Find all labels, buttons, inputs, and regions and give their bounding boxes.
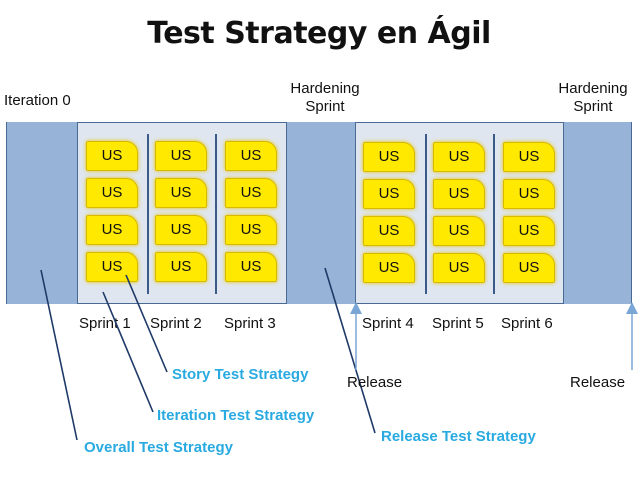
sprint-3-label: Sprint 3 — [224, 315, 276, 332]
sprint-5-label: Sprint 5 — [432, 315, 484, 332]
release-label-2: Release — [570, 374, 626, 391]
user-story-card: US — [225, 215, 277, 245]
release-strategy-connector — [324, 267, 376, 434]
hardening-sprint-2-header: Hardening Sprint — [548, 80, 638, 116]
hardening-sprint-1-line1: Hardening — [290, 80, 360, 97]
user-story-card: US — [155, 252, 207, 282]
sprint-2-label: Sprint 2 — [150, 315, 202, 332]
hardening-sprint-2-line2: Sprint — [573, 98, 613, 115]
hardening-sprint-1-block — [286, 122, 356, 304]
hardening-sprint-1-header: Hardening Sprint — [280, 80, 370, 116]
user-story-card: US — [503, 216, 555, 246]
user-story-card: US — [225, 141, 277, 171]
user-story-card: US — [433, 253, 485, 283]
iteration-strategy-connector — [102, 291, 154, 413]
release-test-strategy-label: Release Test Strategy — [381, 428, 536, 445]
user-story-card: US — [503, 253, 555, 283]
iteration-0-header: Iteration 0 — [4, 92, 71, 109]
sprint-4-label: Sprint 4 — [362, 315, 414, 332]
user-story-card: US — [225, 178, 277, 208]
hardening-sprint-1-line2: Sprint — [305, 98, 345, 115]
user-story-card: US — [363, 216, 415, 246]
user-story-card: US — [155, 215, 207, 245]
release-label-1: Release — [347, 374, 403, 391]
overall-strategy-connector — [40, 269, 78, 441]
iteration-test-strategy-label: Iteration Test Strategy — [157, 407, 315, 424]
user-story-card: US — [86, 252, 138, 282]
hardening-sprint-2-block — [563, 122, 632, 304]
user-story-card: US — [363, 179, 415, 209]
user-story-card: US — [86, 215, 138, 245]
hardening-sprint-2-line1: Hardening — [558, 80, 628, 97]
overall-test-strategy-label: Overall Test Strategy — [84, 439, 233, 456]
user-story-card: US — [225, 252, 277, 282]
user-story-card: US — [503, 142, 555, 172]
sprint-separator — [493, 134, 495, 294]
user-story-card: US — [363, 142, 415, 172]
user-story-card: US — [503, 179, 555, 209]
sprint-separator — [147, 134, 149, 294]
user-story-card: US — [155, 141, 207, 171]
user-story-card: US — [363, 253, 415, 283]
user-story-card: US — [433, 179, 485, 209]
story-strategy-connector — [125, 274, 168, 373]
user-story-card: US — [433, 142, 485, 172]
sprint-separator — [425, 134, 427, 294]
sprint-6-label: Sprint 6 — [501, 315, 553, 332]
user-story-card: US — [155, 178, 207, 208]
user-story-card: US — [86, 178, 138, 208]
sprint-separator — [215, 134, 217, 294]
story-test-strategy-label: Story Test Strategy — [172, 366, 309, 383]
user-story-card: US — [433, 216, 485, 246]
user-story-card: US — [86, 141, 138, 171]
page-title: Test Strategy en Ágil — [147, 16, 491, 51]
